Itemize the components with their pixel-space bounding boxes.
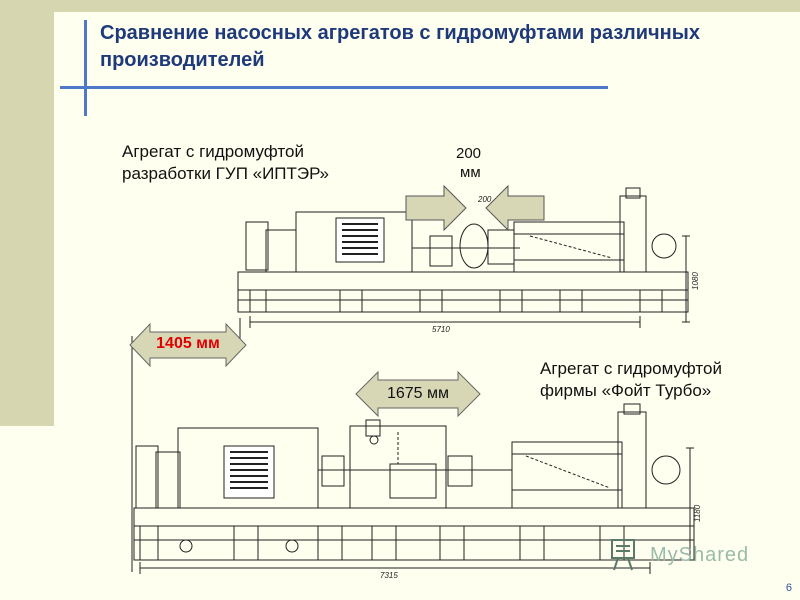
length-diff-arrow [129,322,247,368]
left-band [0,0,54,426]
watermark-logo [611,539,635,571]
coupling-length-arrow [355,370,481,418]
watermark-text: MyShared [650,544,750,566]
bottom-pump [511,441,623,509]
bottom-coupling-housing [349,425,447,509]
top-band [0,0,800,12]
dim-bottom-total: 7315 [380,571,398,580]
bottom-motor [177,427,319,509]
top-pump [513,221,625,273]
blue-vertical-line [84,20,87,116]
page-number: 6 [785,582,792,594]
top-unit-label: Агрегат с гидромуфтой разработки ГУП «ИП… [122,142,329,183]
dim-bottom-height: 1180 [693,504,702,522]
right-inward-arrow [485,184,545,232]
coupling-length-label: 1675 мм [386,385,450,402]
blue-horizontal-line [60,86,608,89]
bottom-base-frame [133,507,695,561]
bottom-unit-label: Агрегат с гидромуфтой фирмы «Фойт Турбо» [540,359,722,400]
gap-200-value: 200 [456,145,482,162]
length-diff-label: 1405 мм [156,335,220,352]
gap-200-unit: мм [460,164,481,181]
dim-top-height: 1080 [691,272,700,290]
left-inward-arrow [405,184,467,232]
dim-top-200: 200 [477,195,492,204]
dim-top-total: 5710 [432,325,450,334]
page-title: Сравнение насосных агрегатов с гидромуфт… [100,22,700,71]
top-base-frame [237,271,689,313]
